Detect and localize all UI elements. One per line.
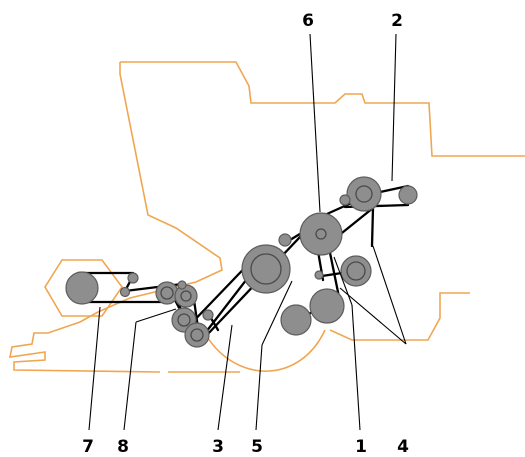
small-idler-6: [278, 233, 292, 247]
small-idler-2: [339, 194, 351, 206]
main-pulley-6: [299, 212, 343, 256]
pulleys: [65, 176, 418, 348]
callout-3: 3: [212, 437, 224, 457]
small-idler-top-left: [127, 272, 139, 284]
pulley-far-right: [398, 185, 418, 205]
callout-7: 7: [82, 437, 94, 457]
pulley-pair-8: [155, 280, 198, 308]
callout-labels: 6 2 7 8 3 5 1 4: [82, 11, 409, 457]
callout-4: 4: [397, 437, 409, 457]
pulley-bottom-right: [309, 288, 345, 324]
leader-lines: [88, 33, 407, 431]
small-idler-center: [202, 309, 214, 321]
pulley-2: [346, 176, 382, 212]
callout-2: 2: [391, 11, 403, 31]
pulley-4: [340, 255, 372, 287]
small-idler-left: [119, 286, 131, 298]
callout-1: 1: [355, 437, 367, 457]
callout-5: 5: [251, 437, 263, 457]
lower-pulley-pair: [171, 307, 210, 348]
large-pulley-center: [241, 244, 291, 294]
large-pulley-left: [65, 271, 99, 305]
small-idler-right: [314, 270, 324, 280]
machine-outline: [8, 61, 525, 373]
callout-6: 6: [302, 11, 314, 31]
callout-8: 8: [117, 437, 129, 457]
pulley-bottom-left: [280, 304, 312, 336]
